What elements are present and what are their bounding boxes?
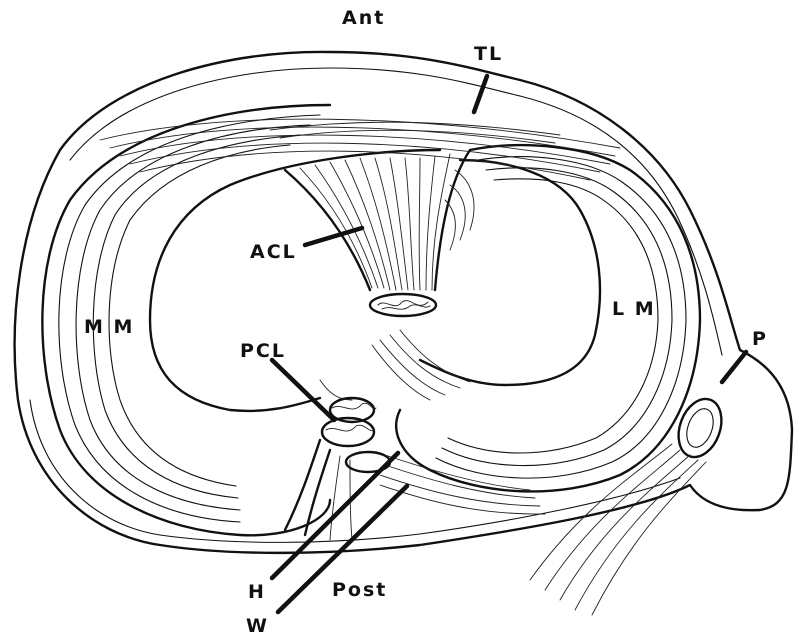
label-h: H <box>248 581 266 603</box>
label-pcl: PCL <box>240 340 286 362</box>
label-mm: M M <box>84 316 134 338</box>
label-p: P <box>752 328 768 350</box>
label-acl: ACL <box>250 241 297 263</box>
label-lm: L M <box>612 298 656 320</box>
capsule-outline <box>15 52 792 553</box>
label-post: Post <box>332 579 387 601</box>
anterior-cruciate-ligament <box>285 150 474 316</box>
tl-leader <box>474 76 487 112</box>
labels: Ant TL ACL M M L M PCL P H Post W <box>84 7 768 637</box>
pcl-leader <box>272 360 334 420</box>
label-tl: TL <box>474 43 503 65</box>
p-leader <box>722 352 746 382</box>
label-ant: Ant <box>342 7 385 29</box>
acl-leader <box>305 228 362 245</box>
label-w: W <box>246 615 269 637</box>
posterior-cruciate-ligament <box>285 330 545 540</box>
popliteus-tendon <box>530 393 729 615</box>
